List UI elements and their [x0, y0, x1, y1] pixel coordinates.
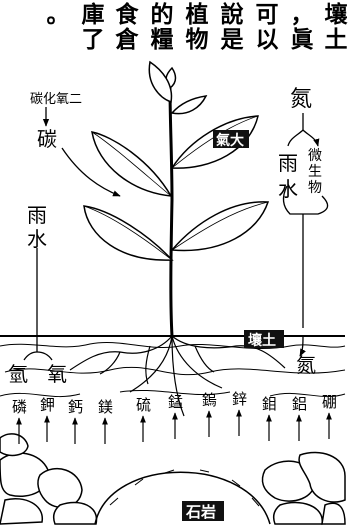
rain-right-char: 雨 — [278, 151, 298, 175]
soil-label: 壤土 — [248, 332, 276, 349]
header-char: 以 — [256, 27, 279, 52]
header-column: ，眞 — [289, 2, 315, 52]
header-column: 植物 — [184, 2, 210, 52]
atmosphere-label: 氣大 — [216, 132, 244, 149]
mineral-label: 硼 — [322, 393, 337, 411]
header-char: 。 — [47, 2, 70, 27]
mineral-label: 錳 — [168, 393, 183, 411]
header-char: 可 — [256, 2, 279, 27]
header-char: 眞 — [291, 27, 314, 52]
header-char: 的 — [151, 2, 174, 27]
atmosphere-label-box: 氣大 — [213, 130, 249, 149]
mineral-label: 鎢 — [202, 391, 217, 409]
rock-label: 石岩 — [185, 503, 216, 521]
microbes-char: 生 — [308, 164, 322, 180]
leaves — [84, 62, 268, 260]
carbon-label: 碳 — [37, 127, 57, 151]
mineral-arrows — [19, 410, 329, 444]
rain-right-char: 水 — [278, 177, 298, 201]
mineral-label: 鋅 — [232, 390, 247, 408]
mineral-label: 鉬 — [262, 395, 277, 413]
header-char: 壤 — [325, 2, 348, 27]
header-column: 食倉 — [114, 2, 140, 52]
oxygen-label: 氧 — [47, 362, 67, 386]
arrows — [24, 107, 328, 360]
bedrock-hatching — [110, 470, 259, 506]
header-char: 了 — [82, 27, 105, 52]
microbes-label: 微生物 — [308, 148, 322, 196]
co2-label: 碳化氧二 — [30, 92, 82, 107]
mineral-label: 磷 — [12, 398, 27, 416]
header-column: 可以 — [254, 2, 280, 52]
rain-left-label: 雨水 — [27, 203, 47, 251]
header-column: 壤土 — [323, 2, 349, 52]
header-column: 的糧 — [149, 2, 175, 52]
mineral-label: 鉀 — [40, 396, 55, 414]
header-char: 說 — [221, 2, 244, 27]
header-char: 植 — [186, 2, 209, 27]
header-char: 是 — [221, 27, 244, 52]
rocks — [0, 434, 345, 524]
rain-left-split — [24, 352, 52, 360]
header-column: 庫了 — [80, 2, 106, 52]
header-char: ， — [291, 2, 314, 27]
rain-left-char: 雨 — [27, 203, 47, 227]
mineral-label: 鎂 — [98, 398, 113, 416]
microbes-char: 微 — [308, 148, 322, 164]
leaf — [172, 202, 268, 251]
mineral-label: 鈣 — [68, 398, 83, 416]
header-char: 土 — [325, 27, 348, 52]
nitrogen-top-label: 氮 — [290, 87, 312, 112]
microbes-bracket — [303, 196, 328, 214]
soil-label-box: 壤土 — [244, 330, 284, 349]
mineral-label: 鋁 — [292, 395, 307, 413]
plant-stem — [170, 88, 172, 336]
header-char: 物 — [186, 27, 209, 52]
leaf — [84, 206, 172, 260]
hydrogen-label: 氫 — [8, 362, 28, 386]
rain-right-label: 雨水 — [278, 151, 298, 201]
rock-label-box: 石岩 — [182, 501, 224, 521]
header-char: 庫 — [82, 2, 105, 27]
plant-nutrient-diagram: 碳化氧二 碳 氣大 氮 雨水 微生物 雨水 壤土 氮 氫 氧 磷鉀鈣鎂硫錳鎢鋅鉬… — [0, 56, 353, 531]
nitrogen-bottom-label: 氮 — [296, 353, 316, 377]
header-text: 壤土，眞可以說是植物的糧食倉庫了。 — [0, 0, 353, 56]
mineral-label: 硫 — [136, 396, 151, 414]
header-char: 糧 — [151, 27, 174, 52]
header-column: 。 — [45, 2, 71, 52]
nitrogen-split — [288, 130, 318, 146]
header-column: 說是 — [219, 2, 245, 52]
header-char: 食 — [116, 2, 139, 27]
rain-left-char: 水 — [27, 227, 47, 251]
microbes-char: 物 — [308, 180, 322, 196]
leaf — [172, 96, 206, 114]
header-char: 倉 — [116, 27, 139, 52]
leaf — [149, 62, 171, 102]
